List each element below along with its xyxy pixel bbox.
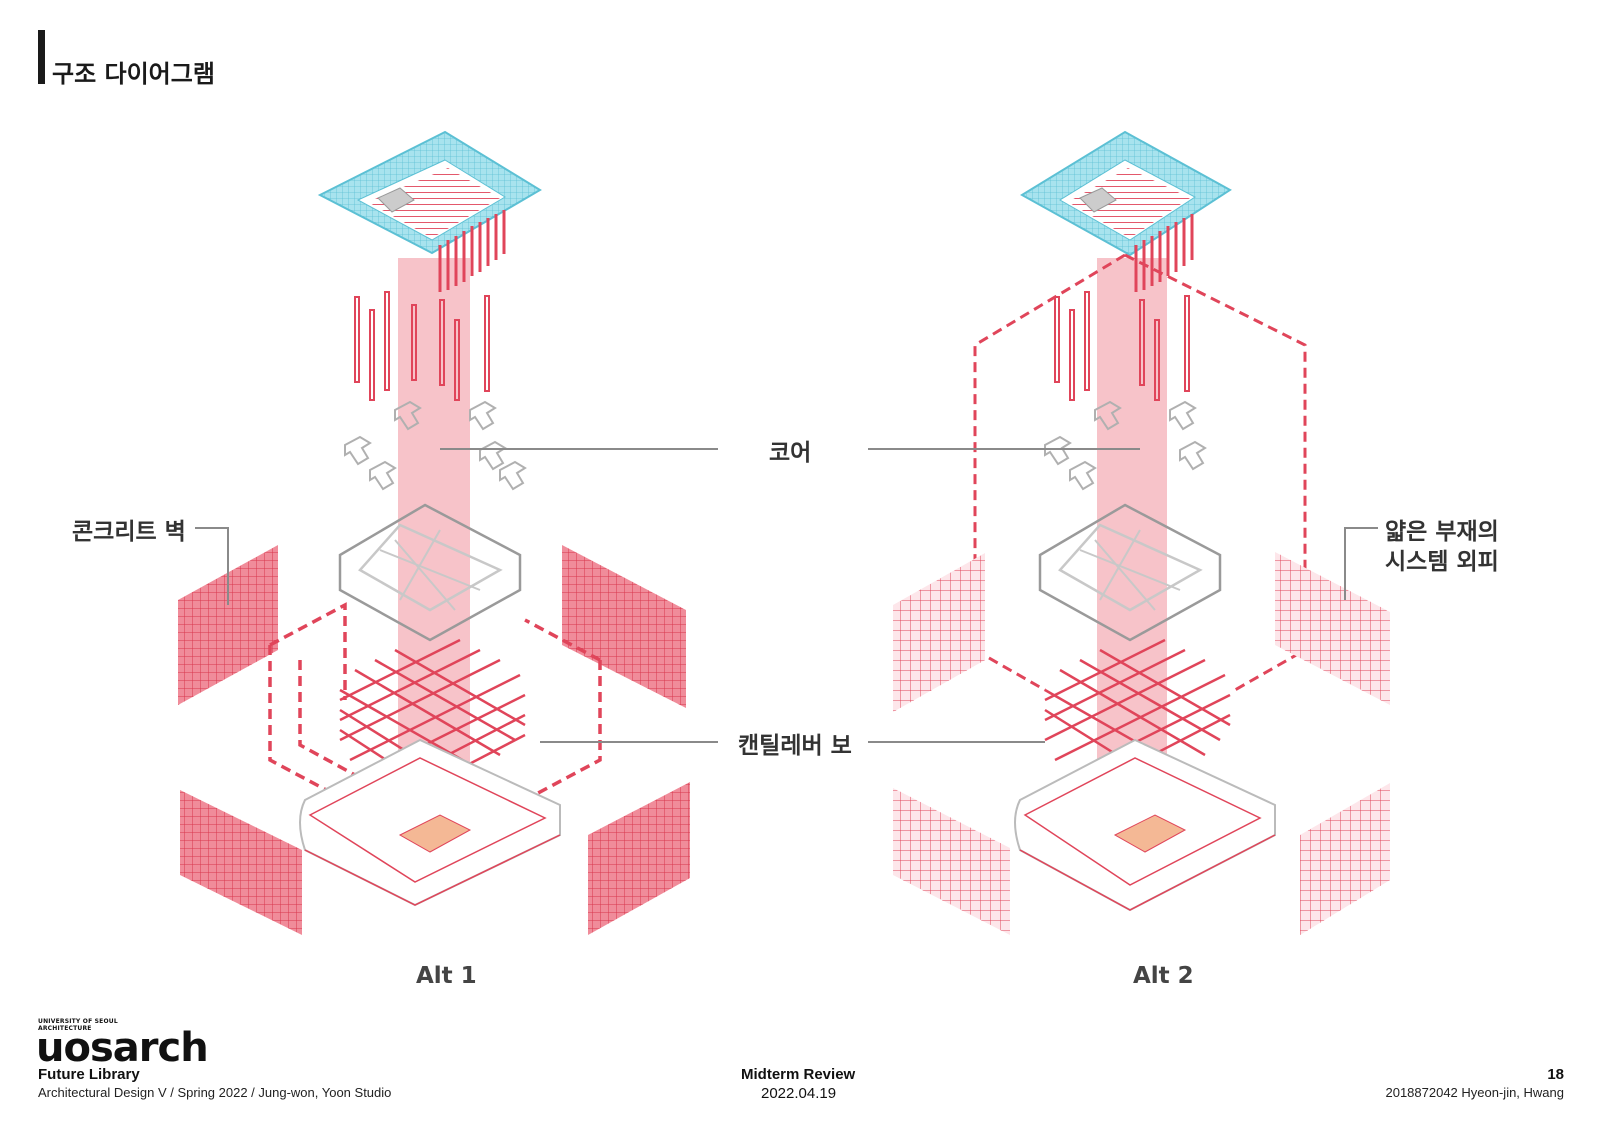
review-title: Midterm Review — [741, 1066, 856, 1083]
alt2-skin-right-top — [1275, 552, 1390, 705]
uosarch-logo: uosarch — [36, 1025, 209, 1071]
label-concrete-wall: 콘크리트 벽 — [72, 519, 186, 545]
alt1-dashed-connectors — [268, 602, 602, 802]
title-accent-bar — [38, 30, 45, 84]
alt1-stairs — [344, 400, 527, 491]
label-thin-member-line1: 얇은 부재의 — [1385, 519, 1499, 545]
alt1-concrete-wall-left-bottom — [180, 790, 302, 935]
leader-thin-skin — [1344, 527, 1378, 600]
alt2-diagram — [893, 130, 1390, 935]
alt1-concrete-wall-right-bottom — [588, 782, 690, 935]
alt1-roof — [317, 130, 542, 292]
label-alt2: Alt 2 — [1133, 963, 1194, 989]
alt2-skin-left-bottom — [893, 788, 1010, 935]
alt2-dashed-hexagon — [973, 253, 1307, 692]
alt2-columns — [1054, 291, 1190, 401]
logo-small-text: UNIVERSITY OF SEOUL ARCHITECTURE — [38, 1018, 118, 1032]
alt2-skin-right-bottom — [1300, 783, 1390, 935]
project-subtitle: Architectural Design V / Spring 2022 / J… — [38, 1085, 392, 1100]
alt1-floorplan — [338, 503, 522, 642]
label-alt1: Alt 1 — [416, 963, 477, 989]
page-number: 18 — [1547, 1066, 1564, 1083]
page-title: 구조 다이어그램 — [52, 60, 215, 88]
alt1-concrete-wall-left-top — [178, 545, 278, 705]
alt2-ground-slab — [1014, 738, 1276, 912]
alt1-concrete-wall-right-top — [562, 545, 686, 708]
alt1-columns — [354, 291, 490, 401]
label-cantilever-beam: 캔틸레버 보 — [738, 733, 852, 759]
alt1-diagram — [178, 130, 690, 935]
logo-small-line1: UNIVERSITY OF SEOUL — [38, 1018, 118, 1025]
alt2-stairs — [1044, 400, 1207, 491]
leader-concrete-wall — [195, 527, 229, 605]
review-date: 2022.04.19 — [761, 1085, 837, 1102]
label-core: 코어 — [769, 440, 812, 466]
alt1-ground-slab — [299, 738, 561, 907]
alt2-roof — [1020, 130, 1232, 292]
leader-lines — [195, 448, 1378, 743]
alt1-cantilever-grid — [339, 638, 526, 802]
alt2-floorplan — [1038, 503, 1222, 642]
label-thin-member-line2: 시스템 외피 — [1385, 549, 1499, 575]
logo-small-line2: ARCHITECTURE — [38, 1025, 92, 1032]
project-title: Future Library — [38, 1066, 140, 1083]
alt2-skin-left-top — [893, 553, 985, 712]
author: 2018872042 Hyeon-jin, Hwang — [1385, 1085, 1564, 1100]
